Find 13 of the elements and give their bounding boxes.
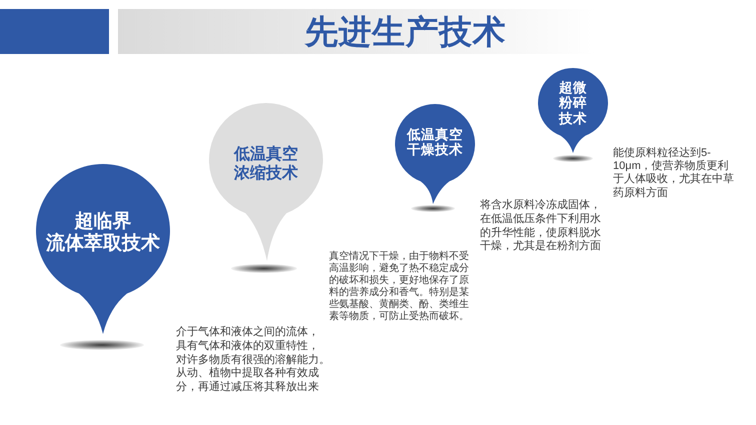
pin-label: 超微粉碎技术 (559, 80, 587, 126)
description-text: 能使原料粒径达到5-10μm，使营养物质更利于人体吸收，尤其在中草药原料方面 (613, 147, 734, 200)
description-text: 介于气体和液体之间的流体，具有气体和液体的双重特性，对许多物质有很强的溶解能力。从动、植物中提取各种有效成分，再通过减压将其释放出来 (176, 326, 330, 395)
description-text: 真空情况下干燥，由于物料不受高温影响，避免了热不稳定成分的破坏和损失，更好地保存了原料的营养成分和香气。特别是某些氨基酸、黄酮类、酚、类维生素等物质，可防止受热而破坏。 (329, 251, 469, 322)
pin-label: 低温真空干燥技术 (407, 126, 463, 158)
page-title: 先进生产技术 (305, 12, 506, 52)
description-text: 将含水原料冷冻成固体，在低温低压条件下利用水的升华性能，使原料脱水干燥，尤其是在粉剂方面 (480, 199, 601, 254)
pin-label: 低温真空浓缩技术 (234, 145, 298, 183)
map-pin (538, 68, 608, 153)
pin-label: 超临界流体萃取技术 (46, 211, 160, 255)
map-pin (209, 103, 323, 261)
map-pin (36, 164, 170, 334)
map-pin (395, 104, 475, 204)
